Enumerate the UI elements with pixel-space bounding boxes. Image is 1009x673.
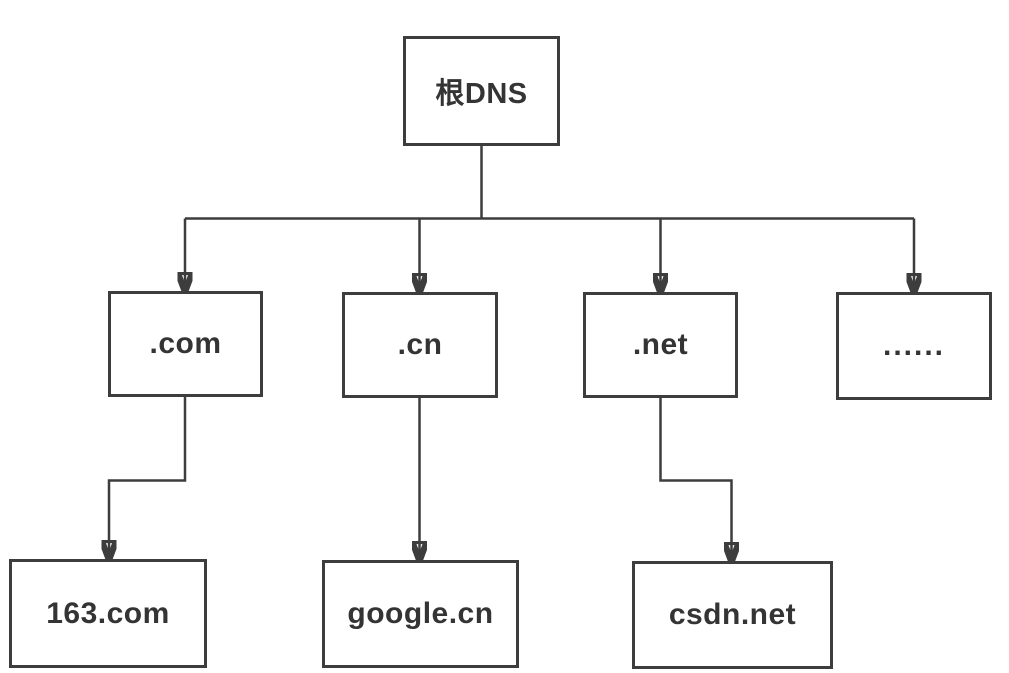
- edge-net-csdn: [659, 397, 732, 562]
- node-tld-net: .net: [583, 292, 738, 398]
- node-tld-cn: .cn: [342, 292, 498, 398]
- edge-com-163: [109, 396, 187, 560]
- node-domain-163com-label: 163.com: [46, 596, 170, 630]
- node-domain-csdnnet-label: csdn.net: [668, 598, 797, 631]
- node-tld-net-label: .net: [632, 328, 689, 361]
- node-domain-163com: 163.com: [9, 559, 207, 668]
- node-tld-com-label: .com: [149, 327, 222, 360]
- node-root-dns: 根DNS: [403, 36, 560, 146]
- node-root-dns-label: 根DNS: [435, 78, 528, 110]
- node-tld-cn-label: .cn: [397, 328, 443, 361]
- node-domain-googlecn-label: google.cn: [347, 597, 494, 630]
- node-tld-more: ......: [836, 292, 992, 400]
- node-domain-googlecn: google.cn: [322, 560, 519, 668]
- node-tld-com: .com: [108, 291, 263, 397]
- node-domain-csdnnet: csdn.net: [632, 561, 833, 669]
- node-tld-more-label: ......: [882, 329, 945, 362]
